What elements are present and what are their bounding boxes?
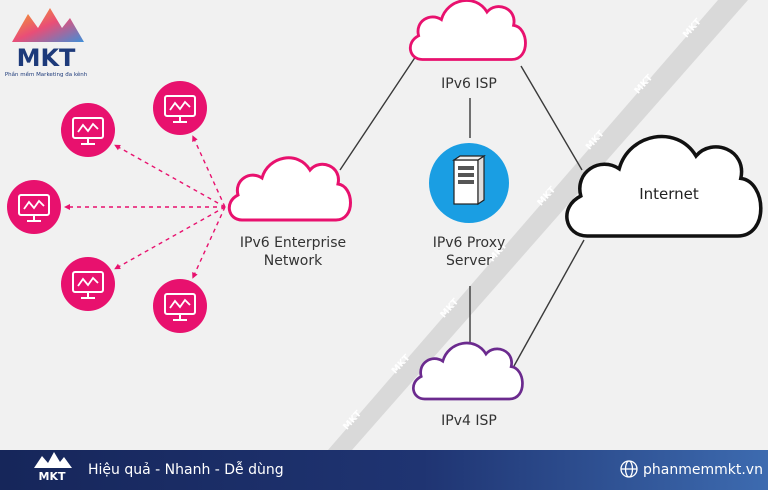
device-link: [192, 206, 226, 278]
proxy-label-line2: Server: [446, 253, 492, 269]
footer-logo-mountain-icon: [34, 452, 72, 468]
logo-text: MKT: [17, 44, 76, 72]
enterprise-label-line2: Network: [264, 253, 323, 269]
device-link: [115, 145, 226, 208]
device-links: [64, 135, 226, 279]
footer-bar: MKT Hiệu quả - Nhanh - Dễ dùng phanmemmk…: [0, 450, 768, 490]
device-link-arrowhead: [192, 135, 198, 143]
enterprise-cloud-icon: [227, 156, 352, 222]
logo-mountain-icon: [12, 8, 84, 42]
device-monitor-icon: [153, 81, 207, 135]
device-link-arrowhead: [114, 144, 121, 151]
link-isp4-internet: [513, 239, 585, 367]
isp6-cloud-icon: [408, 0, 527, 61]
devices: [7, 81, 207, 333]
device-link-arrowhead: [192, 271, 198, 279]
logo-tagline: Phần mềm Marketing đa kênh: [5, 70, 88, 78]
proxy-label-line1: IPv6 Proxy: [433, 235, 506, 251]
isp6-label: IPv6 ISP: [441, 76, 497, 92]
internet-label: Internet: [639, 185, 699, 203]
globe-icon: [620, 460, 638, 478]
brand-logo: MKT Phần mềm Marketing đa kênh: [5, 8, 88, 78]
enterprise-label-line1: IPv6 Enterprise: [240, 235, 346, 251]
footer-logo-text: MKT: [39, 470, 66, 483]
link-enterprise-isp6: [339, 55, 417, 171]
device-link: [192, 136, 226, 208]
device-link-arrowhead: [114, 263, 121, 270]
device-monitor-icon: [61, 257, 115, 311]
isp4-label: IPv4 ISP: [441, 413, 497, 429]
device-monitor-icon: [153, 279, 207, 333]
connection-lines: [339, 55, 585, 367]
proxy-server-icon: [429, 143, 509, 223]
footer-slogan: Hiệu quả - Nhanh - Dễ dùng: [88, 461, 284, 478]
device-link: [115, 206, 226, 269]
device-link-arrowhead: [64, 204, 70, 210]
device-monitor-icon: [61, 103, 115, 157]
footer-website-link[interactable]: phanmemmkt.vn: [643, 462, 763, 478]
device-monitor-icon: [7, 180, 61, 234]
link-isp6-internet: [520, 65, 583, 171]
